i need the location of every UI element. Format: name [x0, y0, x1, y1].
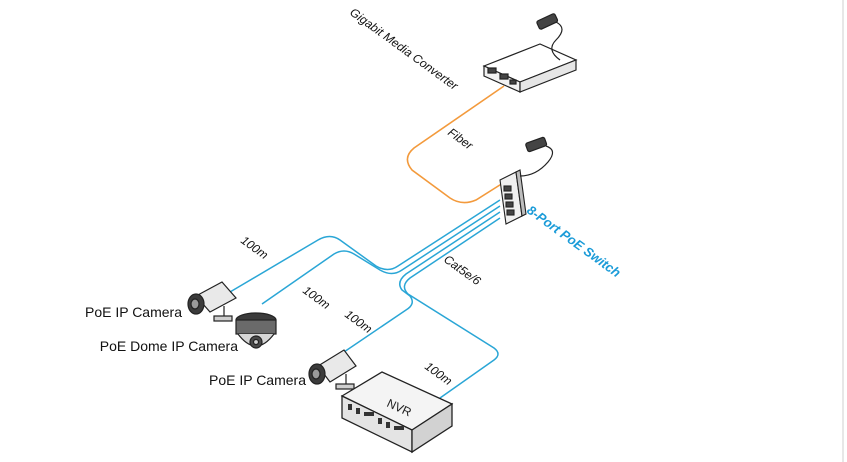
cable-camera-top	[229, 199, 501, 293]
camera-top-label: PoE IP Camera	[85, 304, 182, 320]
media-converter-label: Gigabit Media Converter	[347, 5, 461, 93]
cable-nvr	[403, 217, 501, 399]
bullet-camera-icon	[308, 349, 357, 390]
nvr-icon	[340, 371, 454, 454]
camera-top-distance-label: 100m	[238, 233, 271, 262]
poe-switch-label: 8-Port PoE Switch	[524, 202, 623, 280]
cable-type-label: Cat5e/6	[441, 252, 483, 288]
fiber-cable	[406, 85, 505, 204]
cable-camera-bottom	[343, 211, 501, 353]
media-converter-icon	[482, 43, 578, 93]
camera-bottom-distance-label: 100m	[342, 307, 375, 336]
bullet-camera-icon	[187, 281, 237, 322]
dome-camera-label: PoE Dome IP Camera	[100, 338, 238, 354]
power-adapter-icon	[519, 136, 554, 177]
dome-camera-icon	[235, 312, 277, 349]
poe-switch-icon	[499, 169, 527, 225]
dome-distance-label: 100m	[300, 283, 333, 312]
fiber-label: Fiber	[445, 125, 476, 153]
nvr-distance-label: 100m	[422, 359, 455, 388]
cable-dome-camera	[261, 205, 501, 305]
camera-bottom-label: PoE IP Camera	[209, 372, 306, 388]
power-adapter-icon	[536, 13, 563, 61]
ethernet-cables	[229, 199, 501, 399]
